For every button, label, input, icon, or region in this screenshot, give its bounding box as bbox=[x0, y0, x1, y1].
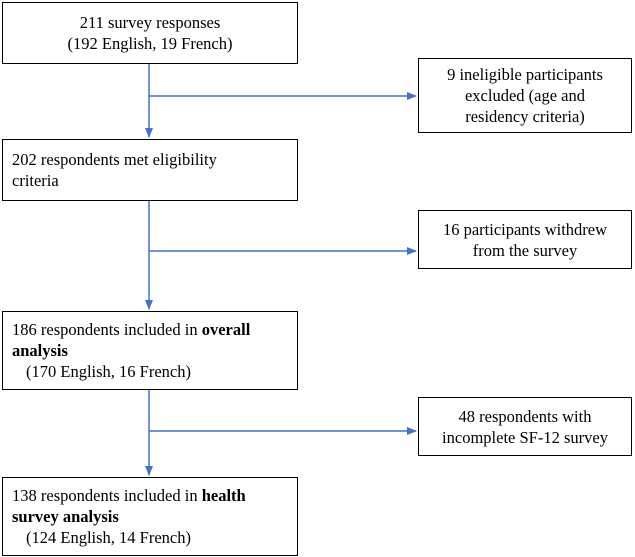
box-incomplete-sf12: 48 respondents with incomplete SF-12 sur… bbox=[418, 397, 632, 456]
health-line1: 138 respondents included in health bbox=[12, 485, 246, 506]
total-responses-line1: 211 survey responses bbox=[79, 13, 221, 32]
health-line2-bold: survey analysis bbox=[12, 507, 119, 526]
box-eligible-respondents: 202 respondents met eligibility criteria bbox=[2, 139, 298, 201]
health-line2: survey analysis bbox=[12, 506, 119, 527]
box-total-responses: 211 survey responses (192 English, 19 Fr… bbox=[2, 2, 298, 64]
ineligible-line2: excluded (age and bbox=[464, 86, 586, 105]
overall-line1-text: 186 respondents included in bbox=[12, 320, 202, 339]
ineligible-line1: 9 ineligible participants bbox=[447, 65, 603, 84]
eligible-line2: criteria bbox=[12, 171, 59, 190]
overall-line2-bold: analysis bbox=[12, 341, 68, 360]
incomplete-line1: 48 respondents with bbox=[458, 406, 592, 426]
withdrew-line2: from the survey bbox=[472, 240, 578, 260]
health-line1-text: 138 respondents included in bbox=[12, 486, 202, 505]
box-withdrew: 16 participants withdrew from the survey bbox=[418, 210, 632, 269]
overall-line1-bold: overall bbox=[201, 320, 251, 339]
eligible-line1: 202 respondents met eligibility bbox=[12, 150, 217, 169]
overall-line3: (170 English, 16 French) bbox=[26, 362, 191, 381]
total-responses-line2: (192 English, 19 French) bbox=[67, 34, 233, 53]
box-ineligible-excluded: 9 ineligible participants excluded (age … bbox=[418, 58, 632, 133]
overall-line1: 186 respondents included in overall bbox=[12, 319, 250, 340]
health-line3: (124 English, 14 French) bbox=[26, 528, 191, 547]
overall-line2: analysis bbox=[12, 340, 68, 361]
ineligible-line3: residency criteria) bbox=[465, 107, 585, 126]
box-overall-analysis: 186 respondents included in overall anal… bbox=[2, 311, 298, 390]
incomplete-line2: incomplete SF-12 survey bbox=[442, 427, 608, 447]
box-health-survey-analysis: 138 respondents included in health surve… bbox=[2, 477, 298, 556]
health-line1-bold: health bbox=[201, 486, 246, 505]
withdrew-line1: 16 participants withdrew bbox=[442, 219, 608, 239]
